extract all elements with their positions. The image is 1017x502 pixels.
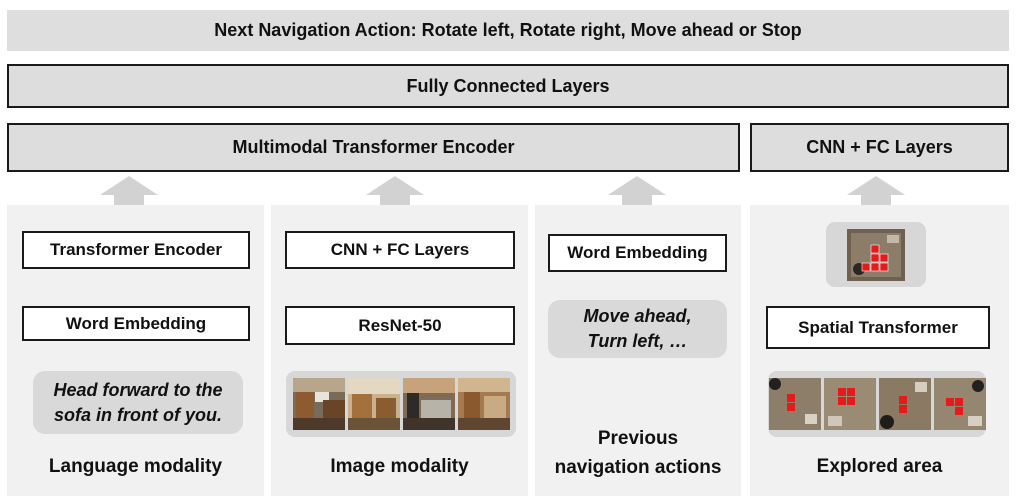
instruction-line-2: sofa in front of you. [53,404,222,425]
image-modality-label: Image modality [330,455,469,477]
aggregated-map-tray [826,222,926,287]
fully-connected-layers-bar: Fully Connected Layers [7,64,1009,108]
next-action-bar: Next Navigation Action: Rotate left, Rot… [7,10,1009,51]
spatial-transformer-text: Spatial Transformer [798,317,958,337]
word-embedding-language-text: Word Embedding [65,313,207,333]
language-modality-label: Language modality [48,455,223,477]
resnet-50-box: ResNet-50 [285,306,515,345]
rgb-frame-1 [292,378,345,430]
word-embedding-language-box: Word Embedding [22,306,250,341]
word-embedding-actions-box: Word Embedding [548,234,727,272]
next-action-text: Next Navigation Action: Rotate left, Rot… [214,20,802,40]
aggregated-explored-map [847,228,905,281]
resnet-50-text: ResNet-50 [358,315,442,335]
rgb-frame-2 [347,378,400,430]
action-history-line-1: Move ahead, [583,306,692,326]
word-embedding-actions-text: Word Embedding [567,243,708,262]
previous-actions-label: Previous navigation actions [554,428,722,478]
cnn-fc-layers-explored-bar: CNN + FC Layers [750,123,1009,172]
rgb-frame-4 [457,378,510,430]
transformer-encoder-box: Transformer Encoder [22,231,250,269]
instruction-sample: Head forward to the sofa in front of you… [33,371,243,434]
explored-area-label: Explored area [816,455,943,477]
instruction-line-1: Head forward to the [53,379,223,400]
explored-maps-tray [768,371,986,437]
explored-map-1 [768,378,821,430]
spatial-transformer-box: Spatial Transformer [766,306,990,349]
rgb-frames-tray [286,371,516,437]
cnn-fc-layers-explored-text: CNN + FC Layers [806,137,953,157]
explored-map-3 [878,378,931,430]
multimodal-transformer-encoder-bar: Multimodal Transformer Encoder [7,123,740,172]
rgb-frame-3 [402,378,455,430]
explored-map-2 [823,378,876,430]
cnn-fc-layers-image-text: CNN + FC Layers [330,240,470,259]
multimodal-transformer-encoder-text: Multimodal Transformer Encoder [232,137,515,157]
explored-map-4 [933,378,986,430]
action-history-line-2: Turn left, … [587,331,688,351]
transformer-encoder-text: Transformer Encoder [50,240,222,259]
action-history-sample: Move ahead, Turn left, … [548,300,727,358]
cnn-fc-layers-image-box: CNN + FC Layers [285,231,515,269]
fully-connected-layers-text: Fully Connected Layers [406,75,610,96]
